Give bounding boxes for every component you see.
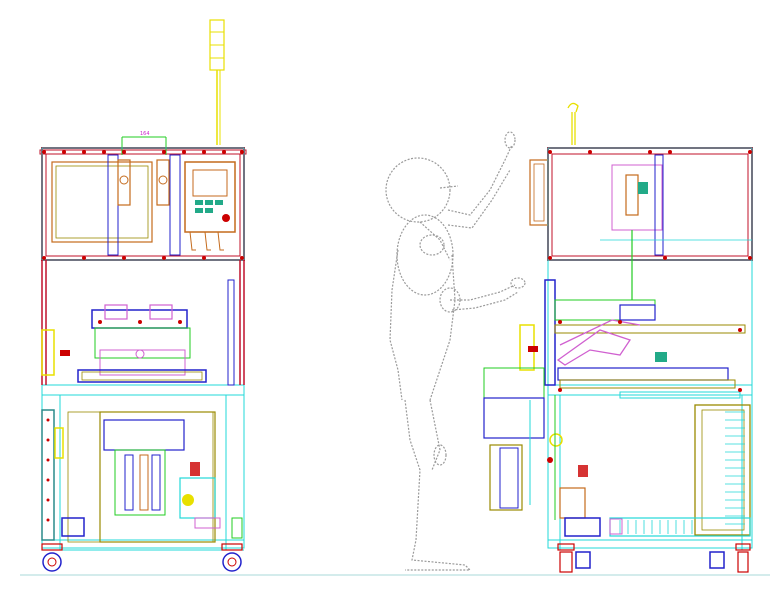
side-view <box>483 102 753 573</box>
mid-mechanism-side <box>483 279 746 511</box>
dimension-label: 164 <box>140 131 150 137</box>
front-view: 164 <box>39 19 247 572</box>
lower-cabinet-side <box>547 391 751 537</box>
upper-frame-front: 164 <box>39 131 247 261</box>
signal-tower-side <box>567 102 579 145</box>
side-columns-front <box>41 260 245 386</box>
upper-frame-side <box>529 147 753 261</box>
middle-mechanism-front <box>41 304 207 383</box>
cyan-frame-side <box>547 147 753 550</box>
casters-front <box>41 543 243 572</box>
lower-cabinet-front <box>41 409 243 543</box>
operator-mannequin <box>385 131 526 571</box>
bolts-side <box>548 150 752 392</box>
bolts-front <box>42 150 244 324</box>
cyan-frame-front <box>41 147 245 551</box>
signal-tower-front <box>209 19 225 145</box>
casters-side <box>557 543 751 573</box>
